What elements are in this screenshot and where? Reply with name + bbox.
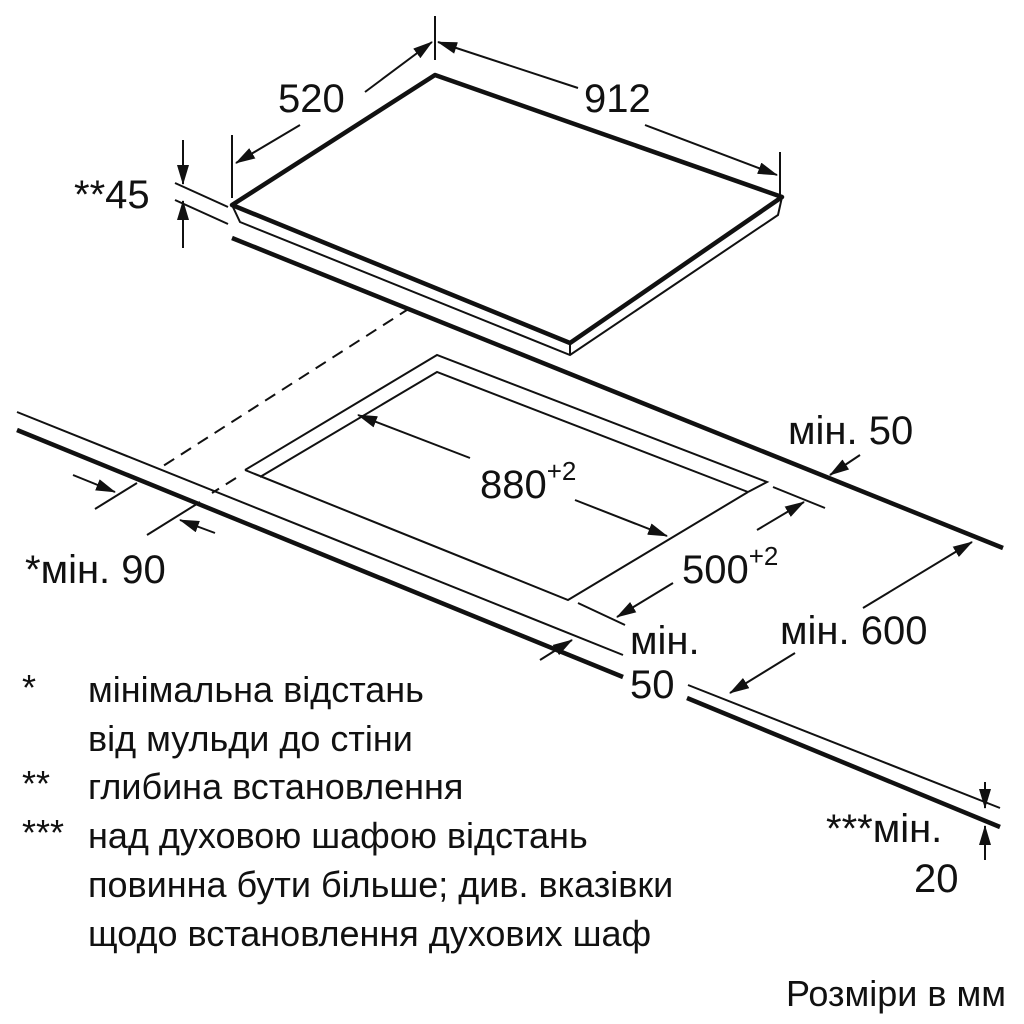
- cutout: [244, 353, 770, 602]
- hob-width-label: 912: [584, 77, 651, 121]
- oven-gap-label: ***мін.: [826, 807, 942, 851]
- wall-reference-dashed: [159, 307, 411, 494]
- hob-depth-label: 520: [278, 77, 345, 121]
- counter-back-edge: [231, 235, 1004, 551]
- note-line: повинна бути більше; див. вказівки: [88, 864, 673, 905]
- note-line: від мульди до стіни: [88, 718, 413, 759]
- hob: [229, 72, 785, 357]
- hob-dimension-lines: [174, 16, 781, 248]
- footnotes: * мінімальна відстань від мульди до стін…: [22, 667, 1006, 1014]
- note-marker: ***: [22, 812, 64, 853]
- counter-depth-label: мін. 600: [780, 609, 927, 653]
- counter-front-edge: [16, 411, 1001, 830]
- wall-clearance-label: *мін. 90: [25, 548, 166, 592]
- note-marker: *: [22, 667, 36, 708]
- note-line: глибина встановлення: [88, 766, 463, 807]
- note-marker: **: [22, 763, 50, 804]
- back-clearance-label: мін. 50: [788, 409, 913, 453]
- note-line: щодо встановлення духових шаф: [88, 913, 651, 954]
- clearance-dimension-lines: [72, 454, 991, 860]
- note-line: мінімальна відстань: [88, 669, 424, 710]
- cutout-width-label: 880+2: [480, 456, 576, 507]
- front-clearance-label: мін.: [630, 619, 700, 663]
- front-clearance-value: 50: [630, 663, 675, 707]
- cutout-depth-label: 500+2: [682, 541, 778, 592]
- units-note: Розміри в мм: [786, 973, 1006, 1014]
- install-depth-label: **45: [74, 173, 150, 217]
- cutout-dimension-lines: [357, 414, 826, 626]
- note-line: над духовою шафою відстань: [88, 815, 588, 856]
- oven-gap-value: 20: [914, 857, 959, 901]
